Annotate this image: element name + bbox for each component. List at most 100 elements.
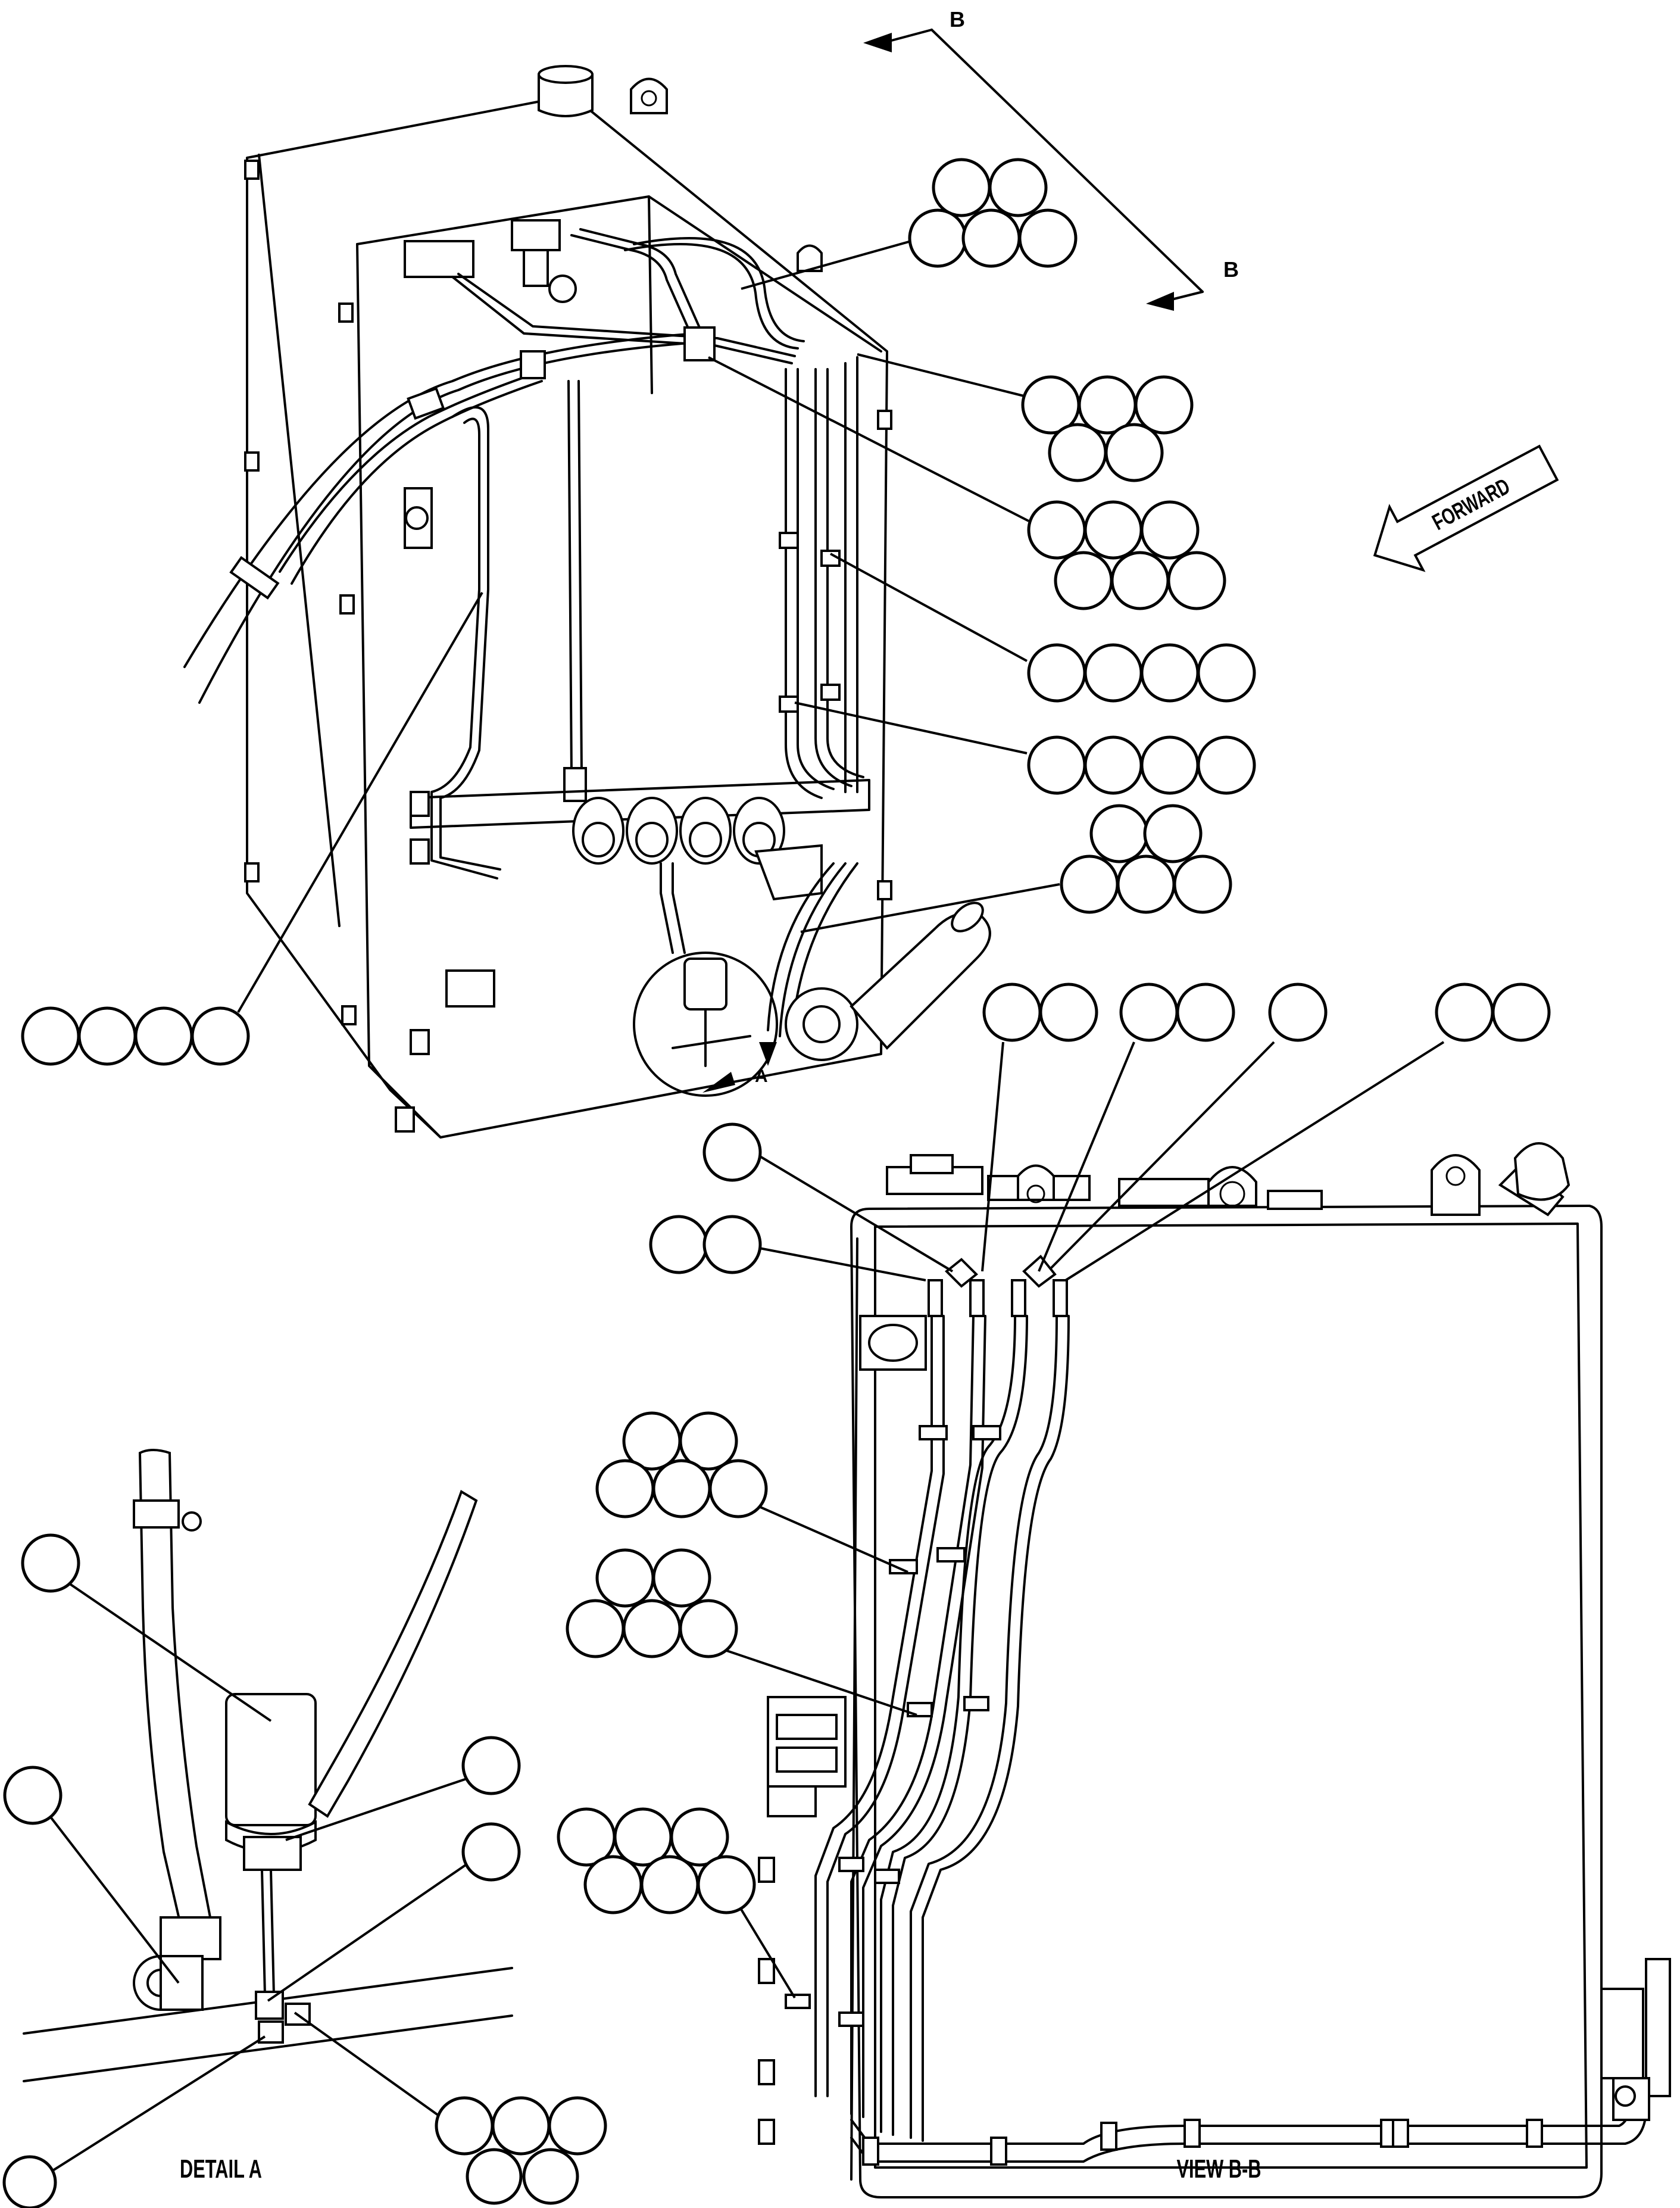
tank-outline [246, 94, 888, 1139]
hose-bundle [814, 1315, 1070, 2142]
callout-bubble [1027, 500, 1086, 560]
callout-bubble [708, 1459, 768, 1518]
callout-bubble [566, 1599, 625, 1658]
section-letter-top: B [950, 7, 965, 32]
callout-bubble [491, 2096, 551, 2156]
callout-bubble [1027, 735, 1086, 795]
callout-group-18 [3, 1766, 63, 1825]
callout-group-4 [1027, 643, 1256, 703]
callout-bubble [1140, 500, 1200, 560]
callout-bubble [1435, 983, 1494, 1042]
callout-bubble [988, 158, 1048, 217]
callout-leaders [38, 240, 1445, 2181]
callout-bubble [670, 1807, 729, 1867]
callout-bubble [652, 1548, 711, 1608]
callout-bubble [640, 1855, 700, 1914]
callout-bubble [1197, 643, 1256, 703]
callout-bubble [1143, 804, 1203, 863]
callout-bubble [1167, 551, 1226, 610]
callout-bubble [2, 2155, 57, 2208]
detail-a-title: DETAIL A [180, 2155, 262, 2184]
solenoid-coils [572, 797, 785, 865]
callout-group-22 [435, 2096, 607, 2205]
callout-bubble [1027, 643, 1086, 703]
callout-bubble [697, 1855, 756, 1914]
detail-a-arrow [702, 1072, 735, 1093]
callout-bubble [932, 158, 991, 217]
callout-bubble [77, 1006, 137, 1066]
callout-group-19 [461, 1736, 521, 1795]
callout-bubble [1104, 423, 1164, 482]
callout-bubble [679, 1411, 738, 1471]
callout-bubble [595, 1548, 655, 1608]
callout-bubble [702, 1122, 762, 1182]
callout-bubble [1089, 804, 1149, 863]
tank-front-outline [850, 1205, 1603, 2198]
callout-bubble [908, 208, 967, 268]
callout-bubble [1176, 983, 1235, 1042]
fitting-block-1 [945, 1258, 978, 1288]
callout-group-8 [982, 983, 1098, 1042]
callout-bubble [1268, 983, 1328, 1042]
callout-bubbles [2, 158, 1551, 2208]
callout-bubble [1140, 643, 1200, 703]
callout-bubble [1197, 735, 1256, 795]
callout-group-6 [1060, 804, 1232, 914]
detail-a-marker: A [755, 1066, 768, 1086]
callout-bubble [548, 2096, 607, 2156]
callout-bubble [1018, 208, 1078, 268]
callout-group-1 [908, 158, 1078, 268]
filter-canister [225, 1693, 317, 1826]
callout-group-10 [1268, 983, 1328, 1042]
callout-bubble [595, 1459, 655, 1518]
callout-bubble [3, 1766, 63, 1825]
callout-group-16 [557, 1807, 756, 1914]
callout-bubble [522, 2148, 579, 2205]
callout-bubble [583, 1855, 643, 1914]
detail-a-view: DETAIL A [23, 1449, 513, 2184]
callout-bubble [679, 1599, 738, 1658]
callout-bubble [1039, 983, 1098, 1042]
callout-bubble [1173, 854, 1232, 914]
tank-isometric-view: A [183, 65, 991, 1139]
junction-block [404, 240, 474, 278]
callout-bubble [702, 1215, 762, 1274]
callout-bubble [652, 1459, 711, 1518]
callout-group-9 [1119, 983, 1235, 1042]
callout-bubble [1048, 423, 1107, 482]
callout-bubble [466, 2148, 523, 2205]
callout-bubble [982, 983, 1042, 1042]
view-bb: VIEW B-B [758, 1142, 1671, 2198]
callout-group-17 [21, 1533, 80, 1593]
callout-bubble [1140, 735, 1200, 795]
callout-bubble [1119, 983, 1179, 1042]
callout-bubble [1116, 854, 1176, 914]
callout-bubble [21, 1533, 80, 1593]
callout-group-15 [566, 1548, 738, 1658]
section-arrow-b: B B [863, 7, 1239, 311]
callout-group-21 [2, 2155, 57, 2208]
callout-bubble [1083, 735, 1143, 795]
callout-group-20 [461, 1822, 521, 1882]
callout-bubble [961, 208, 1021, 268]
callout-group-5 [1027, 735, 1256, 795]
callout-bubble [134, 1006, 193, 1066]
callout-bubble [622, 1599, 682, 1658]
callout-bubble [21, 1006, 80, 1066]
view-bb-title: VIEW B-B [1177, 2155, 1261, 2184]
callout-bubble [649, 1215, 708, 1274]
section-letter-right: B [1223, 257, 1239, 282]
callout-bubble [191, 1006, 250, 1066]
callout-group-7 [21, 1006, 250, 1066]
callout-bubble [1054, 551, 1113, 610]
callout-group-2 [1021, 375, 1194, 482]
callout-bubble [461, 1822, 521, 1882]
forward-arrow: FORWARD [1373, 444, 1559, 572]
lifting-lug [630, 77, 668, 114]
callout-bubble [1060, 854, 1119, 914]
callout-bubble [435, 2096, 494, 2156]
callout-group-3 [1027, 500, 1226, 610]
callout-bubble [1083, 643, 1143, 703]
callout-bubble [1083, 500, 1143, 560]
